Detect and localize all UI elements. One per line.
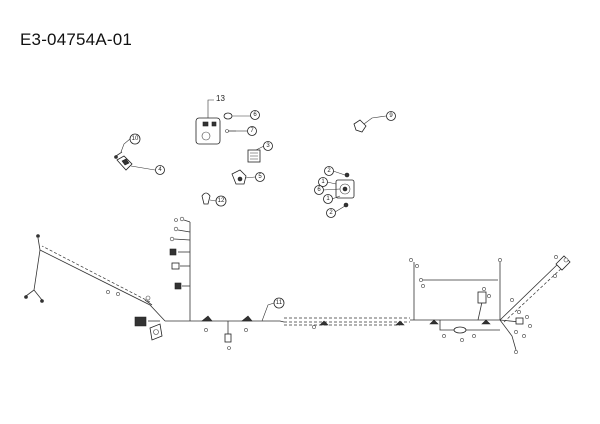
callout-5: 5 [258, 174, 262, 180]
label-13: 13 [216, 94, 225, 103]
callout-10: 10 [132, 136, 139, 142]
callout-4: 4 [158, 167, 162, 173]
callout-1-bottom: 1 [326, 196, 330, 202]
callout-3: 3 [266, 143, 270, 149]
part-6-key-ring: 6 [223, 110, 260, 120]
callout-11: 11 [276, 300, 283, 306]
callout-7: 7 [250, 128, 254, 134]
callout-9: 9 [389, 113, 393, 119]
part-5-safety-switch: 5 [231, 169, 265, 185]
main-harness: 11 [24, 216, 571, 354]
part-10-connector: 10 [114, 133, 141, 159]
callout-1-top: 1 [321, 179, 325, 185]
part-ignition-cluster: 2 1 6 1 2 [314, 166, 355, 218]
part-7-key: 7 [225, 126, 257, 136]
callout-12: 12 [218, 198, 225, 204]
callout-2-bottom: 2 [329, 210, 333, 216]
part-9-bracket: 9 [353, 111, 396, 133]
callout-6-mid: 6 [317, 187, 321, 193]
callout-6-top: 6 [253, 112, 257, 118]
callout-2-top: 2 [327, 168, 331, 174]
diagram-title: E3-04754A-01 [20, 30, 133, 49]
part-12-clip: 12 [201, 192, 227, 207]
part-4-plunger-switch: 4 [116, 155, 165, 175]
part-3-relay: 3 [247, 141, 273, 163]
part-13-switch-module: 13 [195, 94, 225, 145]
